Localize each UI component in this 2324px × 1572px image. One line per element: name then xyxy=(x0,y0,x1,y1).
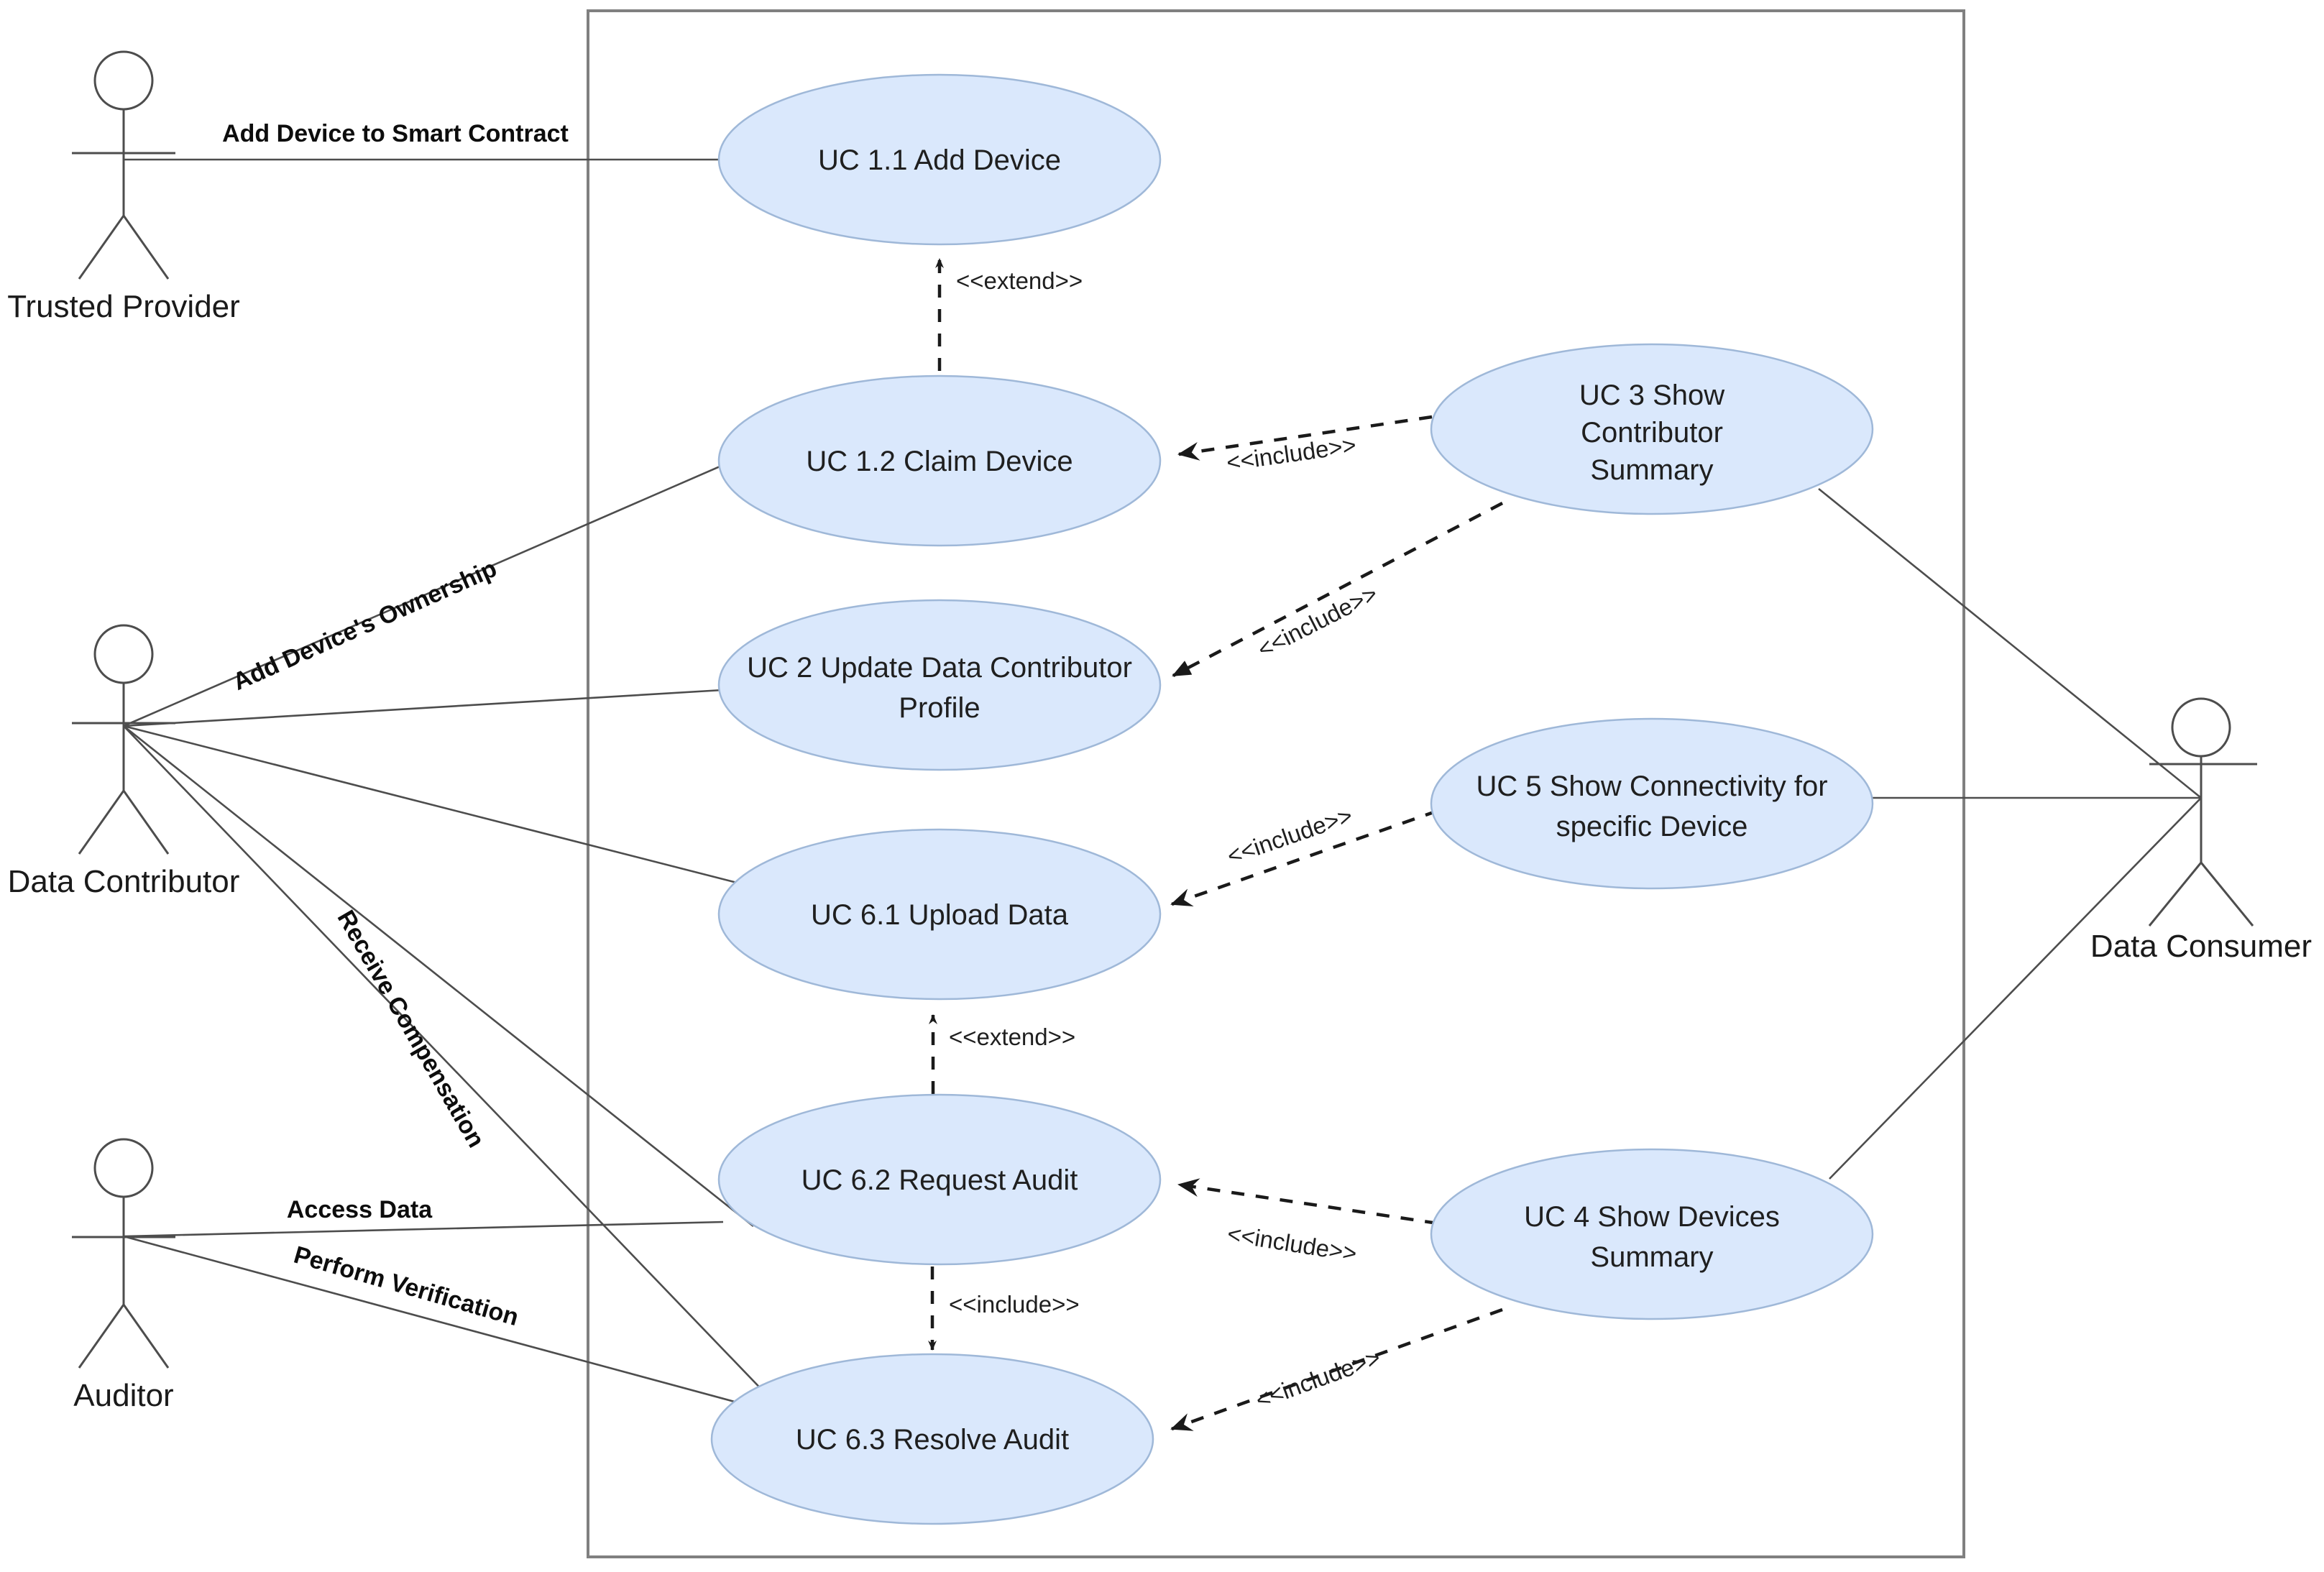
use-case-label-line-1: UC 5 Show Connectivity for xyxy=(1476,771,1827,802)
association-data-contributor-to-uc-6-1 xyxy=(123,725,743,886)
actor-head xyxy=(93,1138,154,1198)
actor-leg-right xyxy=(2200,862,2254,927)
use-case-ellipse[interactable] xyxy=(717,828,1162,1001)
association-auditor-to-uc-6-3 xyxy=(123,1235,748,1407)
association-data-consumer-to-uc-3 xyxy=(1818,487,2202,799)
actor-leg-right xyxy=(122,215,170,280)
use-case-label-line-1: UC 2 Update Data Contributor xyxy=(747,652,1132,684)
use-case-label-line-2: Profile xyxy=(899,692,980,724)
actor-trusted-provider[interactable]: Trusted Provider xyxy=(7,50,240,324)
association-label-perform-verification: Perform Verification xyxy=(290,1241,521,1332)
use-case-label-line-3: Summary xyxy=(1590,454,1713,486)
use-case-uc-6-2[interactable]: UC 6.2 Request Audit xyxy=(717,1093,1162,1266)
use-case-ellipse[interactable] xyxy=(717,374,1162,547)
dependency-uc-3-includes-uc-1-2 xyxy=(1177,415,1433,461)
use-case-uc-1-1[interactable]: UC 1.1 Add Device xyxy=(717,73,1162,246)
association-data-contributor-to-uc-2 xyxy=(123,689,723,727)
stereotype-label-extend-uc-6-1: <<extend>> xyxy=(949,1024,1075,1050)
actor-label: Data Contributor xyxy=(8,864,240,899)
use-case-ellipse[interactable] xyxy=(1430,343,1874,515)
dependency-uc-4-includes-uc-6-2 xyxy=(1177,1178,1438,1226)
stereotype-label-include-uc-2: <<include>> xyxy=(1253,580,1382,663)
actor-leg-left xyxy=(78,1304,125,1369)
actor-leg-left xyxy=(2148,862,2203,927)
use-case-ellipse[interactable] xyxy=(717,599,1162,771)
use-case-label: UC 1.1 Add Device xyxy=(818,144,1061,176)
dependency-uc-4-includes-uc-6-3 xyxy=(1170,1307,1503,1431)
use-case-label: UC 1.2 Claim Device xyxy=(806,446,1073,477)
stereotype-label-include-uc-6-3: <<include>> xyxy=(949,1291,1080,1318)
actor-head xyxy=(2171,697,2231,758)
actor-label: Trusted Provider xyxy=(7,289,240,324)
association-data-contributor-to-uc-1-2 xyxy=(123,459,735,727)
use-case-ellipse[interactable] xyxy=(1430,717,1874,890)
actor-auditor[interactable]: Auditor xyxy=(72,1138,175,1413)
stereotype-label-include-uc-6-1: <<include>> xyxy=(1223,801,1356,869)
actor-label: Auditor xyxy=(73,1378,173,1413)
association-label-add-device-to-smart-contract: Add Device to Smart Contract xyxy=(222,120,569,147)
use-case-label: UC 6.2 Request Audit xyxy=(802,1164,1078,1196)
actor-head xyxy=(93,50,154,111)
use-case-label-line-2: Contributor xyxy=(1581,417,1723,449)
dependency-uc-3-includes-uc-2 xyxy=(1172,502,1504,677)
use-case-label: UC 6.3 Resolve Audit xyxy=(796,1424,1069,1456)
use-case-uc-6-1[interactable]: UC 6.1 Upload Data xyxy=(717,828,1162,1001)
association-data-contributor-to-uc-6-3 xyxy=(123,725,771,1399)
use-case-label-line-2: Summary xyxy=(1590,1241,1713,1273)
system-boundary-box xyxy=(587,9,1965,1558)
use-case-uc-1-2[interactable]: UC 1.2 Claim Device xyxy=(717,374,1162,547)
use-case-uc-2[interactable]: UC 2 Update Data Contributor Profile xyxy=(717,599,1162,771)
association-data-consumer-to-uc-4 xyxy=(1829,797,2202,1180)
use-case-ellipse[interactable] xyxy=(710,1353,1154,1525)
actor-label: Data Consumer xyxy=(2090,929,2312,964)
actor-leg-left xyxy=(78,215,125,280)
use-case-label-line-2: specific Device xyxy=(1556,811,1748,842)
use-case-label-line-1: UC 4 Show Devices xyxy=(1524,1201,1780,1233)
use-case-uc-4[interactable]: UC 4 Show Devices Summary xyxy=(1430,1148,1874,1320)
stereotype-label-include-uc-1-2: <<include>> xyxy=(1225,431,1358,476)
use-case-ellipse[interactable] xyxy=(1430,1148,1874,1320)
actor-data-contributor[interactable]: Data Contributor xyxy=(8,624,240,899)
association-auditor-to-uc-6-2 xyxy=(123,1221,724,1238)
stereotype-label-include-uc-6-3-from-uc-4: <<include>> xyxy=(1252,1344,1384,1414)
association-label-receive-compensation: Receive Compensation xyxy=(332,906,490,1152)
actor-data-consumer[interactable]: Data Consumer xyxy=(2090,697,2312,964)
stereotype-label-extend-uc-1-1: <<extend>> xyxy=(956,267,1083,294)
association-data-contributor-to-uc-6-2 xyxy=(123,725,754,1228)
actor-leg-right xyxy=(122,790,170,855)
use-case-uc-3[interactable]: UC 3 Show Contributor Summary xyxy=(1430,343,1874,515)
actor-leg-left xyxy=(78,790,125,855)
use-case-uc-6-3[interactable]: UC 6.3 Resolve Audit xyxy=(710,1353,1154,1525)
use-case-ellipse[interactable] xyxy=(717,73,1162,246)
stereotype-label-include-uc-6-2: <<include>> xyxy=(1226,1220,1359,1267)
association-label-add-device-ownership: Add Device's Ownership xyxy=(229,555,500,696)
actor-leg-right xyxy=(122,1304,170,1369)
association-label-access-data: Access Data xyxy=(287,1196,433,1223)
use-case-uc-5[interactable]: UC 5 Show Connectivity for specific Devi… xyxy=(1430,717,1874,890)
use-case-label: UC 6.1 Upload Data xyxy=(811,899,1069,931)
use-case-label-line-1: UC 3 Show xyxy=(1579,380,1724,411)
actor-head xyxy=(93,624,154,684)
use-case-ellipse[interactable] xyxy=(717,1093,1162,1266)
